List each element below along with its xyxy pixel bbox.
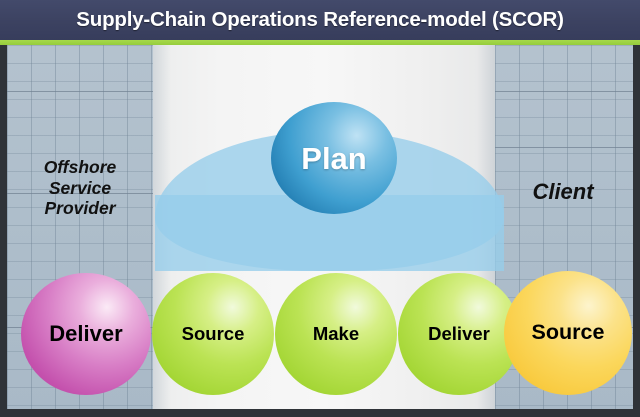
node-deliver-2-label: Deliver — [428, 322, 490, 344]
offshore-service-provider-label: Offshore Service Provider — [15, 157, 145, 219]
node-make[interactable]: Make — [275, 273, 397, 395]
title-bar: Supply-Chain Operations Reference-model … — [0, 0, 640, 40]
offshore-label-line-2: Service — [48, 177, 112, 198]
node-source-1[interactable]: Source — [152, 273, 274, 395]
node-deliver-offshore[interactable]: Deliver — [21, 273, 151, 395]
node-source-client-label: Source — [531, 320, 605, 345]
node-source-client[interactable]: Source — [504, 271, 632, 395]
offshore-label-line-1: Offshore — [43, 157, 117, 177]
offshore-label-line-3: Provider — [44, 198, 116, 219]
accent-rule — [0, 40, 640, 45]
diagram-frame: Plan Deliver Source Make Deliver Source … — [0, 45, 640, 417]
node-make-label: Make — [312, 322, 360, 344]
node-deliver-offshore-label: Deliver — [49, 321, 123, 346]
node-plan[interactable]: Plan — [271, 102, 397, 214]
diagram-stage: Plan Deliver Source Make Deliver Source … — [7, 45, 633, 409]
page-title: Supply-Chain Operations Reference-model … — [76, 8, 564, 31]
node-plan-label: Plan — [301, 140, 367, 176]
node-deliver-2[interactable]: Deliver — [398, 273, 520, 395]
node-source-1-label: Source — [181, 322, 245, 344]
client-label: Client — [532, 179, 594, 204]
